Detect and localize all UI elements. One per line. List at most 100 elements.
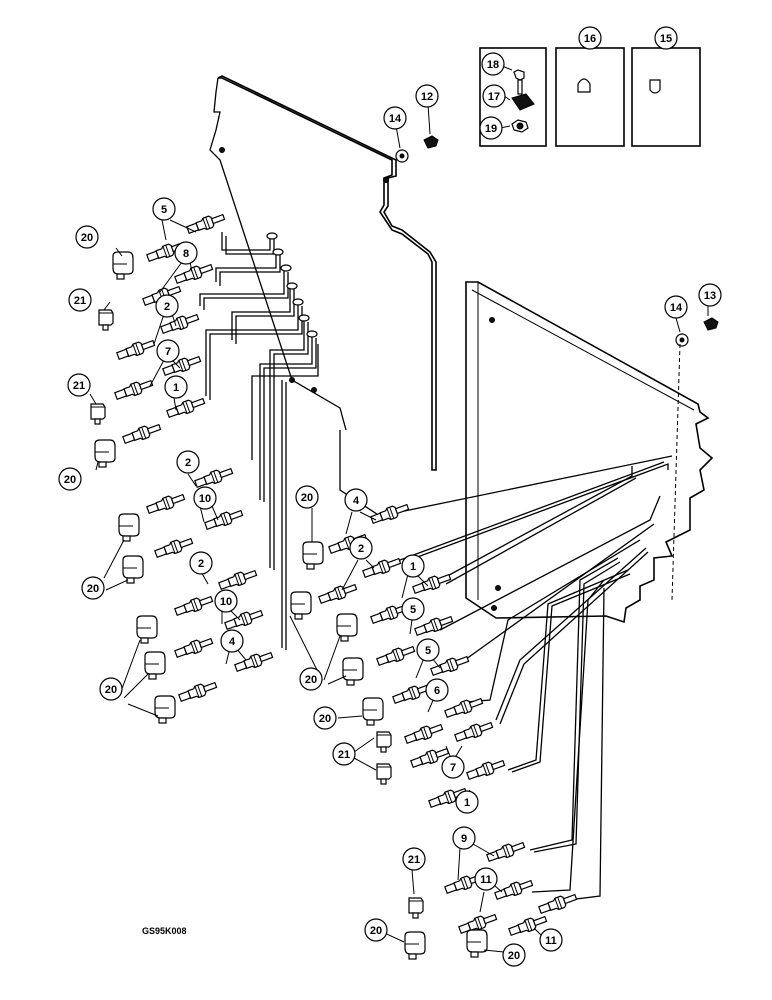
- svg-text:14: 14: [389, 113, 402, 125]
- callout-11-a: 11: [474, 867, 498, 891]
- callout-6: 6: [425, 678, 449, 702]
- callout-8: 8: [174, 241, 198, 265]
- svg-text:21: 21: [408, 854, 420, 866]
- svg-text:11: 11: [545, 935, 557, 947]
- callout-4-b: 4: [344, 488, 368, 512]
- callout-2-d: 2: [349, 536, 373, 560]
- svg-text:14: 14: [670, 302, 683, 314]
- svg-text:16: 16: [584, 33, 596, 45]
- hydraulic-lines: [199, 232, 673, 901]
- svg-text:6: 6: [434, 685, 440, 697]
- callout-2-a: 2: [155, 294, 179, 318]
- svg-text:4: 4: [353, 495, 360, 507]
- svg-text:20: 20: [370, 925, 382, 937]
- callout-20-f: 20: [299, 667, 323, 691]
- callout-5-b: 5: [401, 597, 425, 621]
- svg-text:20: 20: [508, 950, 520, 962]
- callout-20-b: 20: [58, 467, 82, 491]
- inset-box-16: [555, 47, 625, 147]
- callout-10-a: 10: [193, 486, 217, 510]
- svg-text:21: 21: [73, 380, 85, 392]
- callout-13: 13: [698, 283, 722, 307]
- svg-text:21: 21: [338, 749, 350, 761]
- callout-20-g: 20: [313, 706, 337, 730]
- callout-1-a: 1: [164, 375, 188, 399]
- callout-21-a: 21: [68, 288, 92, 312]
- callout-9: 9: [452, 826, 476, 850]
- svg-text:20: 20: [305, 674, 317, 686]
- svg-text:8: 8: [183, 248, 189, 260]
- svg-text:2: 2: [358, 543, 364, 555]
- svg-text:9: 9: [461, 833, 467, 845]
- callout-21-c: 21: [332, 742, 356, 766]
- callout-20-e: 20: [295, 485, 319, 509]
- callout-2-c: 2: [189, 551, 213, 575]
- svg-text:17: 17: [488, 91, 500, 103]
- callout-20-i: 20: [502, 943, 526, 967]
- drawing-code: GS95K008: [142, 926, 187, 936]
- lower-panel: [465, 281, 714, 624]
- callout-14-a: 14: [383, 106, 407, 130]
- callout-20-d: 20: [99, 677, 123, 701]
- svg-text:19: 19: [485, 123, 497, 135]
- callout-21-b: 21: [67, 373, 91, 397]
- callout-20-a: 20: [75, 225, 99, 249]
- svg-text:2: 2: [164, 301, 170, 313]
- callout-14-b: 14: [664, 295, 688, 319]
- elbow-fittings: [94, 251, 488, 960]
- svg-text:18: 18: [487, 59, 499, 71]
- callout-10-b: 10: [214, 589, 238, 613]
- callout-5-a: 5: [152, 197, 176, 221]
- svg-text:7: 7: [450, 762, 456, 774]
- svg-text:2: 2: [185, 457, 191, 469]
- callout-19: 19: [479, 116, 503, 140]
- svg-text:20: 20: [319, 713, 331, 725]
- callout-15: 15: [654, 26, 678, 50]
- svg-text:5: 5: [425, 645, 431, 657]
- svg-text:1: 1: [464, 797, 470, 809]
- callout-11-b: 11: [539, 928, 563, 952]
- svg-text:1: 1: [173, 382, 179, 394]
- bolt-13: [703, 317, 719, 331]
- callout-20-h: 20: [364, 918, 388, 942]
- callout-18: 18: [481, 52, 505, 76]
- svg-text:15: 15: [660, 33, 672, 45]
- callout-2-b: 2: [176, 450, 200, 474]
- svg-text:20: 20: [301, 492, 313, 504]
- bolt-12: [423, 135, 439, 149]
- svg-text:21: 21: [74, 295, 86, 307]
- callout-16: 16: [578, 26, 602, 50]
- o-ring-stack: [266, 232, 318, 338]
- callout-21-d: 21: [402, 847, 426, 871]
- callout-4-a: 4: [220, 629, 244, 653]
- washer-14-upper: [395, 149, 409, 163]
- svg-text:1: 1: [410, 561, 416, 573]
- svg-text:12: 12: [421, 91, 433, 103]
- callout-20-c: 20: [81, 576, 105, 600]
- callout-1-b: 1: [401, 554, 425, 578]
- callout-7-b: 7: [441, 755, 465, 779]
- upper-panel: [209, 75, 437, 471]
- inset-box-15: [631, 47, 701, 147]
- svg-text:20: 20: [64, 474, 76, 486]
- svg-text:13: 13: [704, 290, 716, 302]
- svg-text:7: 7: [165, 346, 171, 358]
- callout-7-a: 7: [156, 339, 180, 363]
- svg-text:5: 5: [161, 204, 167, 216]
- svg-text:20: 20: [87, 583, 99, 595]
- callout-17: 17: [482, 84, 506, 108]
- svg-text:2: 2: [198, 558, 204, 570]
- callout-1-c: 1: [455, 790, 479, 814]
- callouts: 20 21 5 8 2 7 21 1 20 2 10 2 20 10 4 20 …: [58, 26, 722, 967]
- svg-text:4: 4: [229, 636, 236, 648]
- svg-text:11: 11: [480, 874, 492, 886]
- callout-5-c: 5: [416, 638, 440, 662]
- svg-text:10: 10: [199, 493, 211, 505]
- svg-text:5: 5: [410, 604, 416, 616]
- callout-12: 12: [415, 84, 439, 108]
- washer-14-lower: [675, 333, 689, 347]
- svg-text:10: 10: [220, 596, 232, 608]
- svg-text:20: 20: [81, 232, 93, 244]
- svg-text:20: 20: [105, 684, 117, 696]
